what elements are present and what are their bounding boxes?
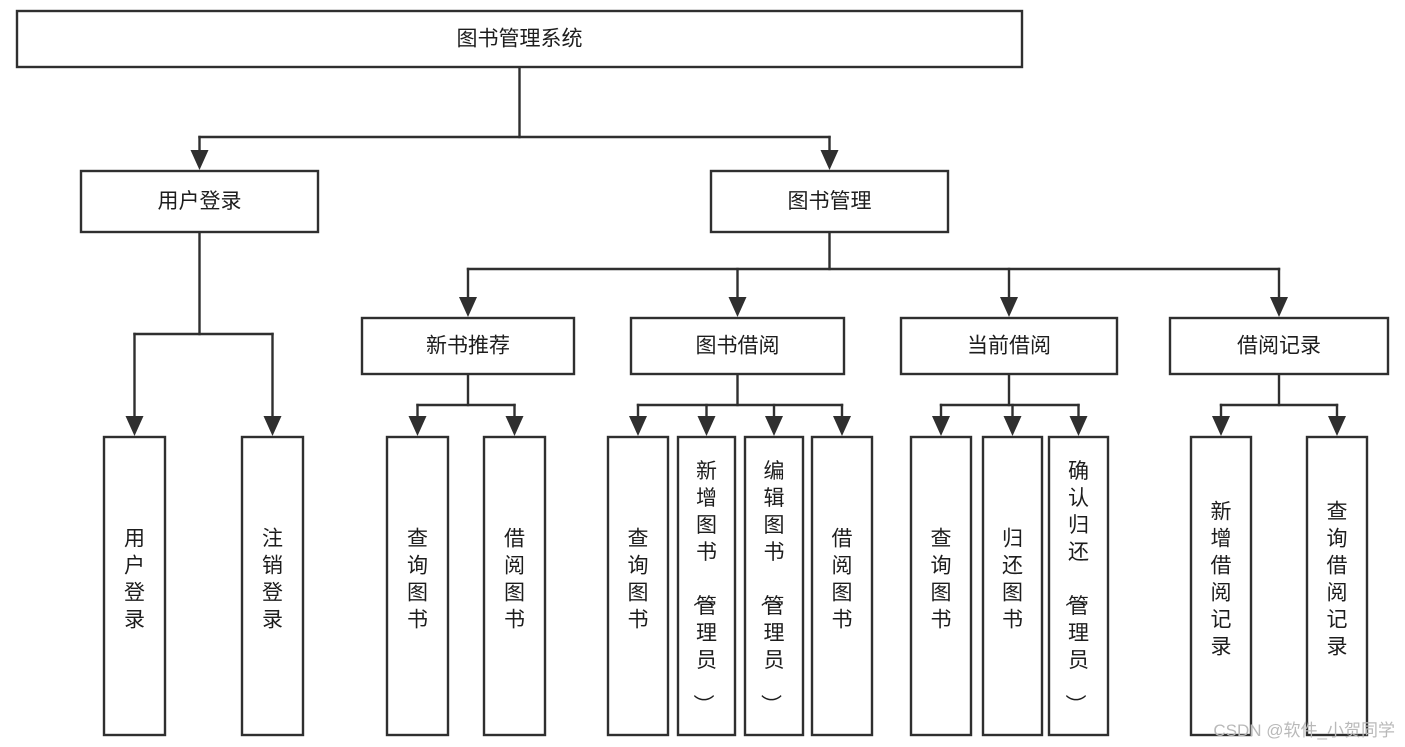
node-leaf-query-book-current[interactable]: 查询图书 — [909, 435, 973, 737]
node-leaf-add-borrow-record[interactable]: 新增借阅记录 — [1189, 435, 1253, 737]
arrow-head-icon — [697, 416, 716, 436]
node-box-leaf-borrow-book[interactable] — [810, 435, 874, 737]
node-book-borrow[interactable]: 图书借阅 — [629, 316, 846, 376]
node-label-leaf-logout: 注销登录 — [262, 528, 283, 632]
node-box-leaf-add-book-admin[interactable] — [676, 435, 737, 737]
node-label-leaf-add-book-admin: 新增图书（管理员） — [691, 460, 717, 715]
arrow-head-icon — [1069, 416, 1088, 436]
node-label-leaf-confirm-return-admin: 确认归还（管理员） — [1063, 460, 1089, 715]
node-label-root: 图书管理系统 — [457, 28, 583, 51]
node-user-login[interactable]: 用户登录 — [79, 169, 320, 234]
node-leaf-add-book-admin[interactable]: 新增图书（管理员） — [676, 435, 737, 737]
node-box-leaf-borrow-book-rec[interactable] — [482, 435, 547, 737]
arrow-head-icon — [728, 297, 747, 317]
node-label-borrow-record: 借阅记录 — [1237, 335, 1321, 358]
node-leaf-edit-book-admin[interactable]: 编辑图书（管理员） — [743, 435, 805, 737]
node-label-leaf-return-book: 归还图书 — [1002, 528, 1023, 632]
node-leaf-query-book-rec[interactable]: 查询图书 — [385, 435, 450, 737]
node-leaf-query-borrow-record[interactable]: 查询借阅记录 — [1305, 435, 1369, 737]
node-label-leaf-user-login: 用户登录 — [124, 528, 145, 632]
node-box-leaf-query-book-current[interactable] — [909, 435, 973, 737]
arrow-head-icon — [125, 416, 144, 436]
node-box-root[interactable] — [15, 9, 1024, 69]
node-label-leaf-query-book-borrow: 查询图书 — [628, 528, 649, 632]
node-box-leaf-query-book-rec[interactable] — [385, 435, 450, 737]
node-box-borrow-record[interactable] — [1168, 316, 1390, 376]
nodes-layer: 图书管理系统用户登录图书管理新书推荐图书借阅当前借阅借阅记录用户登录注销登录查询… — [15, 9, 1390, 737]
node-label-leaf-query-book-current: 查询图书 — [931, 528, 952, 632]
node-box-new-book-rec[interactable] — [360, 316, 576, 376]
arrow-head-icon — [629, 416, 647, 436]
arrow-head-icon — [820, 150, 839, 170]
arrow-head-icon — [1270, 297, 1288, 317]
node-leaf-return-book[interactable]: 归还图书 — [981, 435, 1044, 737]
node-box-book-manage[interactable] — [709, 169, 950, 234]
arrow-head-icon — [932, 416, 950, 436]
node-label-leaf-borrow-book-rec: 借阅图书 — [504, 528, 525, 632]
arrow-head-icon — [190, 150, 209, 170]
node-label-leaf-borrow-book: 借阅图书 — [832, 528, 853, 632]
arrow-head-icon — [263, 416, 282, 436]
node-label-leaf-add-borrow-record: 新增借阅记录 — [1211, 501, 1232, 659]
watermark-text: CSDN @软件_小贺同学 — [1213, 721, 1395, 740]
node-leaf-user-login[interactable]: 用户登录 — [102, 435, 167, 737]
node-label-current-borrow: 当前借阅 — [967, 335, 1051, 358]
node-root[interactable]: 图书管理系统 — [15, 9, 1024, 69]
node-leaf-confirm-return-admin[interactable]: 确认归还（管理员） — [1047, 435, 1110, 737]
arrow-head-icon — [505, 416, 524, 436]
connectors-layer — [125, 65, 1346, 436]
node-box-leaf-logout[interactable] — [240, 435, 305, 737]
node-box-leaf-user-login[interactable] — [102, 435, 167, 737]
arrow-head-icon — [459, 297, 477, 317]
arrow-head-icon — [408, 416, 427, 436]
node-borrow-record[interactable]: 借阅记录 — [1168, 316, 1390, 376]
node-leaf-borrow-book-rec[interactable]: 借阅图书 — [482, 435, 547, 737]
node-box-current-borrow[interactable] — [899, 316, 1119, 376]
node-current-borrow[interactable]: 当前借阅 — [899, 316, 1119, 376]
node-box-user-login[interactable] — [79, 169, 320, 234]
node-label-leaf-edit-book-admin: 编辑图书（管理员） — [759, 460, 785, 715]
node-new-book-rec[interactable]: 新书推荐 — [360, 316, 576, 376]
node-box-book-borrow[interactable] — [629, 316, 846, 376]
node-leaf-logout[interactable]: 注销登录 — [240, 435, 305, 737]
arrow-head-icon — [765, 416, 783, 436]
node-label-user-login: 用户登录 — [158, 190, 242, 213]
node-label-new-book-rec: 新书推荐 — [426, 335, 510, 358]
arrow-head-icon — [1000, 297, 1018, 317]
node-book-manage[interactable]: 图书管理 — [709, 169, 950, 234]
node-box-leaf-edit-book-admin[interactable] — [743, 435, 805, 737]
node-leaf-borrow-book[interactable]: 借阅图书 — [810, 435, 874, 737]
node-box-leaf-return-book[interactable] — [981, 435, 1044, 737]
arrow-head-icon — [833, 416, 851, 436]
arrow-head-icon — [1328, 416, 1346, 436]
node-box-leaf-confirm-return-admin[interactable] — [1047, 435, 1110, 737]
node-label-leaf-query-borrow-record: 查询借阅记录 — [1327, 501, 1348, 659]
node-box-leaf-add-borrow-record[interactable] — [1189, 435, 1253, 737]
node-label-book-manage: 图书管理 — [788, 190, 872, 213]
node-leaf-query-book-borrow[interactable]: 查询图书 — [606, 435, 670, 737]
node-label-book-borrow: 图书借阅 — [696, 335, 780, 358]
node-box-leaf-query-book-borrow[interactable] — [606, 435, 670, 737]
node-label-leaf-query-book-rec: 查询图书 — [407, 528, 428, 632]
arrow-head-icon — [1212, 416, 1230, 436]
arrow-head-icon — [1003, 416, 1022, 436]
node-box-leaf-query-borrow-record[interactable] — [1305, 435, 1369, 737]
